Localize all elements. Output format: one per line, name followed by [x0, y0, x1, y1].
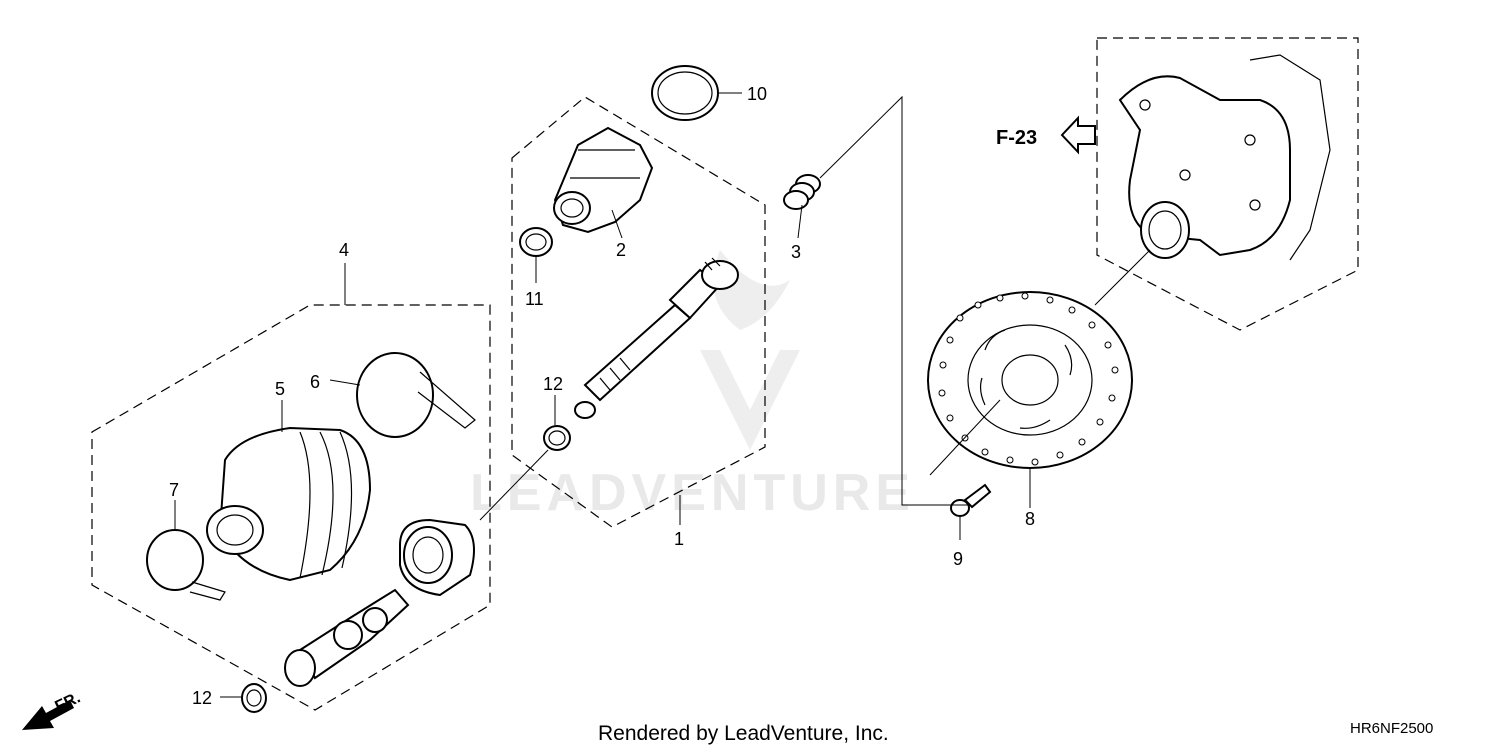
outer-joint-2 — [553, 126, 654, 234]
spring-3 — [783, 174, 821, 210]
reference-label: F-23 — [996, 127, 1037, 149]
watermark-text: LEADVENTURE — [470, 464, 915, 522]
ring-12-upper — [543, 425, 571, 451]
drive-shaft-1 — [574, 257, 739, 419]
diagram-code: HR6NF2500 — [1350, 720, 1433, 737]
assembly-4-outline — [91, 304, 491, 711]
knuckle-outline — [1096, 37, 1359, 331]
callout-3: 3 — [791, 242, 801, 262]
boot-5 — [206, 426, 372, 582]
callout-6: 6 — [310, 372, 320, 392]
callout-4: 4 — [339, 240, 349, 260]
footer-credit: Rendered by LeadVenture, Inc. — [598, 722, 889, 745]
callout-5: 5 — [275, 379, 285, 399]
reference-arrow: F-23 — [996, 115, 1096, 155]
callout-9: 9 — [953, 549, 963, 569]
callout-8: 8 — [1025, 509, 1035, 529]
callout-12-upper: 12 — [543, 374, 563, 394]
knuckle-assembly — [1118, 54, 1331, 261]
ring-11 — [519, 227, 553, 257]
callouts: 10 2 11 3 4 6 5 12 7 1 8 9 12 — [169, 84, 1035, 708]
universal-joint — [284, 588, 410, 687]
callout-10: 10 — [747, 84, 767, 104]
callout-11: 11 — [525, 289, 544, 309]
ring-12-lower — [241, 683, 267, 713]
leader-lines — [174, 92, 1151, 698]
bolt-9 — [950, 483, 992, 517]
inner-bearing — [399, 518, 475, 597]
band-6 — [356, 352, 476, 438]
callout-2: 2 — [616, 240, 626, 260]
callout-1: 1 — [674, 529, 684, 549]
callout-12-lower: 12 — [192, 688, 212, 708]
front-indicator-label: FR. — [53, 689, 84, 715]
callout-7: 7 — [169, 480, 179, 500]
brake-disc-8 — [927, 291, 1133, 469]
front-indicator: FR. — [22, 689, 83, 730]
watermark: LEADVENTURE — [470, 250, 915, 522]
assembly-1-outline — [511, 96, 766, 528]
o-ring-10 — [651, 65, 719, 121]
disc-holes — [938, 292, 1119, 466]
